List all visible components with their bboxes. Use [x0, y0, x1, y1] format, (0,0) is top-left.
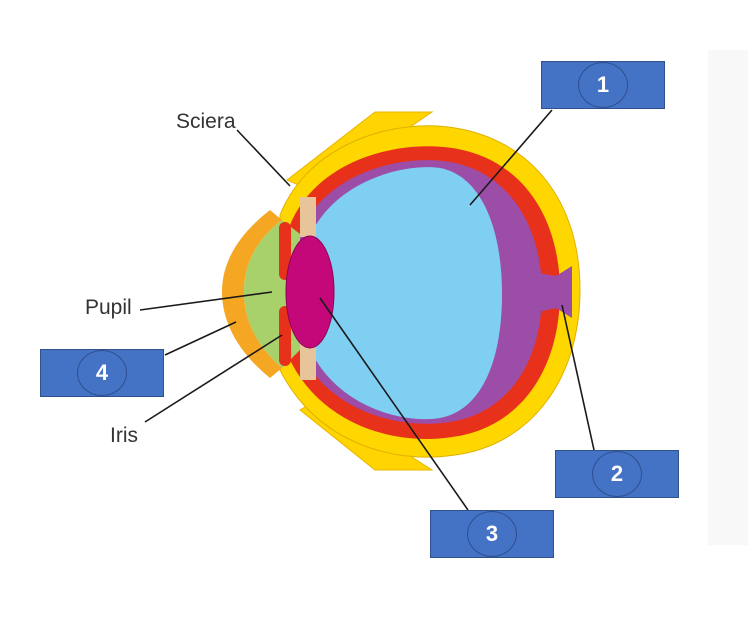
leader-4 [164, 321, 237, 356]
cornea [222, 210, 282, 378]
leader-1 [469, 109, 553, 206]
iris-bottom [279, 306, 291, 366]
leader-iris [144, 334, 283, 423]
label-iris: Iris [110, 424, 138, 447]
leader-2 [561, 304, 595, 451]
iris-top [279, 222, 291, 280]
answer-box-2[interactable]: 2 [555, 450, 679, 498]
lens [285, 235, 335, 349]
ciliary-body-bottom [300, 340, 316, 380]
label-sclera: Sciera [176, 110, 236, 133]
answer-number-2: 2 [592, 451, 642, 497]
answer-box-1[interactable]: 1 [541, 61, 665, 109]
leader-sclera [236, 129, 291, 187]
answer-number-4: 4 [77, 350, 127, 396]
answer-box-4[interactable]: 4 [40, 349, 164, 397]
side-panel [708, 50, 748, 545]
label-pupil: Pupil [85, 296, 132, 319]
vitreous-body [308, 167, 502, 420]
answer-number-1: 1 [578, 62, 628, 108]
ciliary-body-top [300, 197, 316, 237]
leader-pupil [139, 291, 273, 311]
answer-box-3[interactable]: 3 [430, 510, 554, 558]
leader-3 [319, 297, 469, 511]
answer-number-3: 3 [467, 511, 517, 557]
optic-nerve [520, 266, 572, 318]
